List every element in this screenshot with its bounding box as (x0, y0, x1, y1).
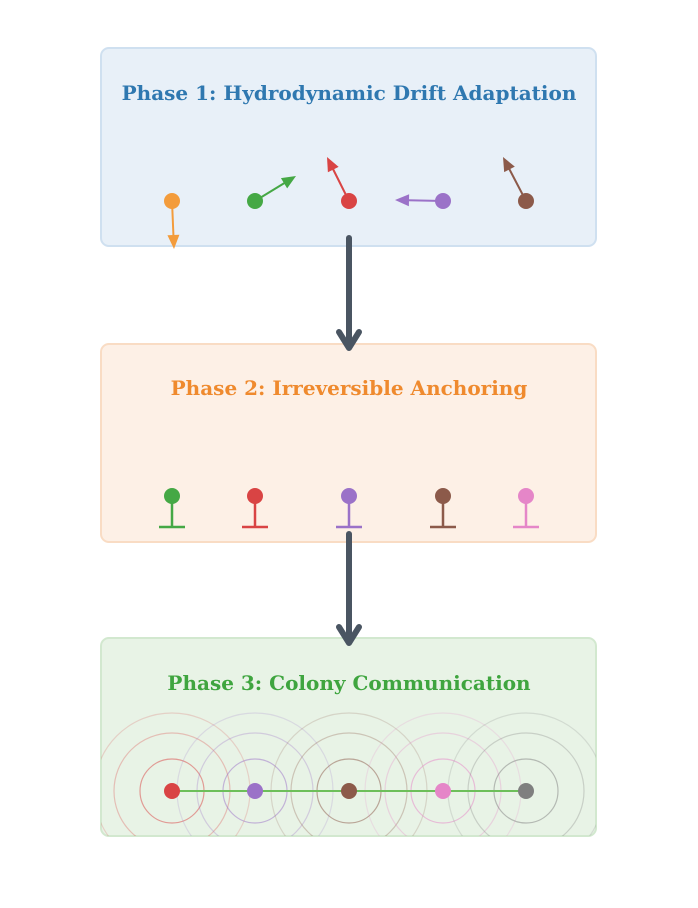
colony-node-red (164, 783, 180, 799)
cell-dot (247, 193, 263, 209)
cell-dot (341, 488, 357, 504)
flow-arrow-1 (336, 235, 362, 351)
drifting-cells-group (164, 157, 534, 249)
anchored-cell-red (242, 488, 268, 529)
drifting-cell-brown (503, 157, 534, 209)
colony-node-gray (518, 783, 534, 799)
drifting-cell-red (327, 157, 357, 209)
cell-dot (435, 193, 451, 209)
drifting-cell-purple (395, 193, 451, 209)
cell-dot (164, 193, 180, 209)
cell-dot (247, 488, 263, 504)
drifting-cell-orange (164, 193, 180, 249)
drift-arrowhead (395, 194, 410, 207)
colony-node-pink (435, 783, 451, 799)
cell-dot (341, 193, 357, 209)
drift-arrowhead (167, 234, 180, 249)
anchored-cell-purple (336, 488, 362, 529)
flow-arrow-head (336, 329, 362, 351)
drifting-cell-green (247, 176, 296, 209)
cell-dot (435, 488, 451, 504)
anchored-cell-green (159, 488, 185, 529)
flow-arrow-2 (336, 531, 362, 646)
drift-arrowhead (503, 157, 515, 173)
drift-arrowhead (280, 176, 296, 189)
flow-arrows-group (336, 235, 362, 646)
phase-1-box (100, 47, 597, 247)
cell-dot (518, 488, 534, 504)
phase-1-title: Phase 1: Hydrodynamic Drift Adaptation (122, 81, 577, 105)
phase-2-title: Phase 2: Irreversible Anchoring (171, 376, 528, 400)
colony-group (101, 712, 596, 836)
phase-3-box (100, 637, 597, 837)
anchored-cell-pink (513, 488, 539, 529)
colony-node-purple (247, 783, 263, 799)
anchored-cell-brown (430, 488, 456, 529)
anchored-cells-group (159, 488, 539, 529)
cell-dot (518, 193, 534, 209)
drift-arrowhead (327, 157, 339, 173)
cell-dot (164, 488, 180, 504)
colony-node-brown (341, 783, 357, 799)
flow-arrow-head (336, 624, 362, 646)
phase-3-title: Phase 3: Colony Communication (167, 671, 531, 695)
